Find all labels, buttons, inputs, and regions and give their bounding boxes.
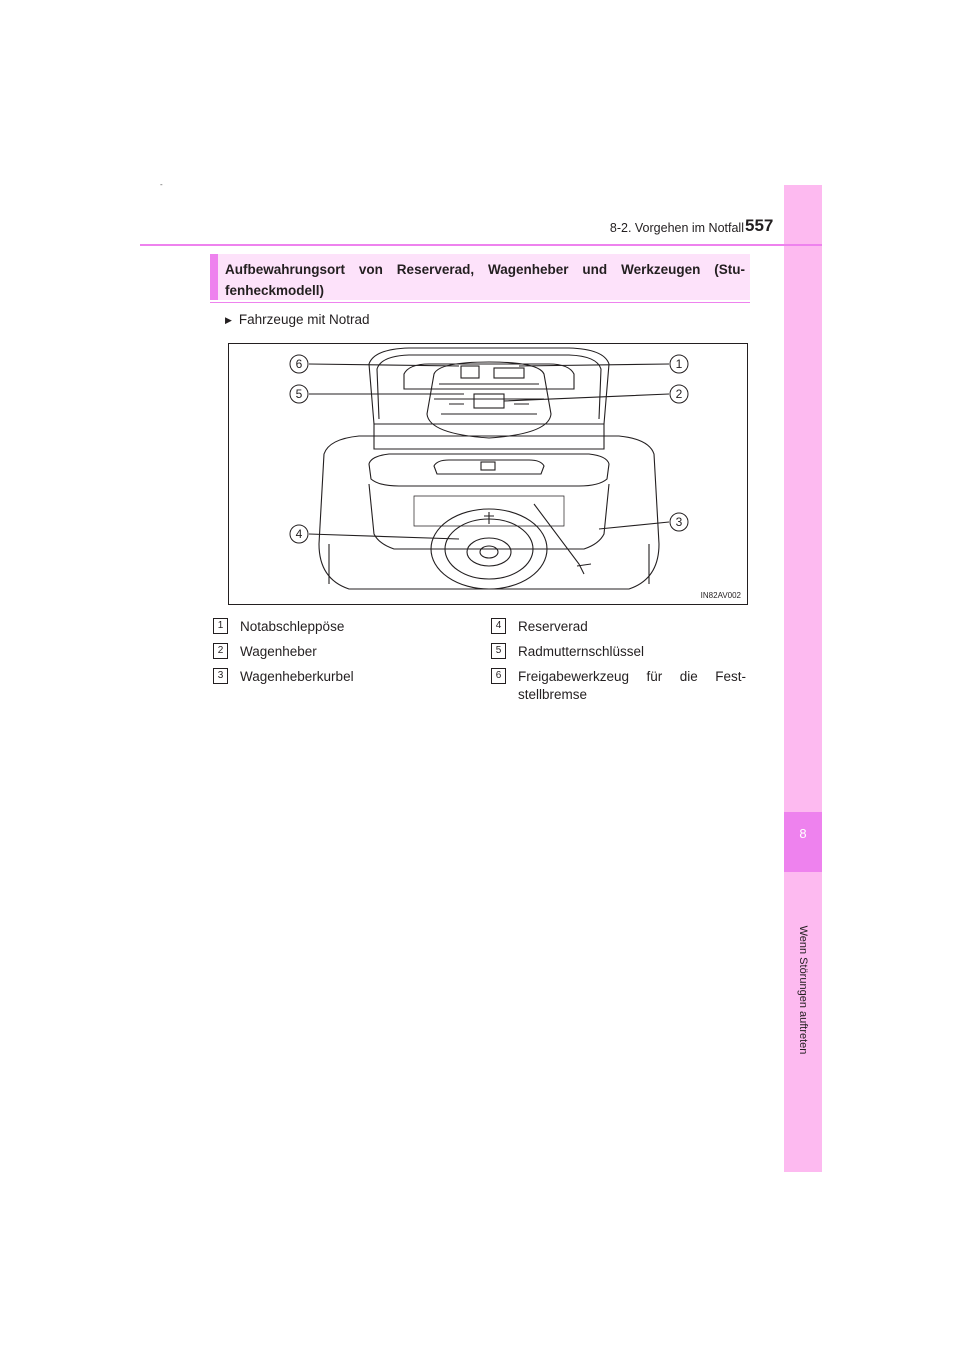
trunk-illustration: 6 1 5 2 4 3 IN82AV002 xyxy=(228,343,748,605)
callout-4: 4 xyxy=(296,527,303,541)
bullet-text: Fahrzeuge mit Notrad xyxy=(238,312,370,327)
triangle-bullet-icon: ▶ xyxy=(225,315,232,325)
corner-mark: - xyxy=(160,180,163,189)
callout-2: 2 xyxy=(676,387,683,401)
legend-text: Wagenheber xyxy=(240,644,317,659)
section-rule xyxy=(210,302,750,303)
legend-text: Reserverad xyxy=(518,619,588,634)
callout-6: 6 xyxy=(296,357,303,371)
legend-number: 1 xyxy=(213,618,228,634)
legend-text: Radmutternschlüssel xyxy=(518,644,645,659)
figure-code: IN82AV002 xyxy=(700,591,741,600)
callout-1: 1 xyxy=(676,357,683,371)
section-heading-box xyxy=(210,254,750,300)
legend-text: Notabschleppöse xyxy=(240,619,345,634)
legend-number: 3 xyxy=(213,668,228,684)
section-heading-bar xyxy=(210,254,218,300)
section-title: Aufbewahrungsort von Reserverad, Wagenhe… xyxy=(225,262,745,298)
bullet-item: ▶ Fahrzeuge mit Notrad xyxy=(225,312,369,327)
legend-text: Wagenheberkurbel xyxy=(240,669,354,684)
chapter-number: 8 xyxy=(799,826,807,841)
callout-3: 3 xyxy=(676,515,683,529)
running-header: 8-2. Vorgehen im Notfall xyxy=(609,221,744,235)
header-rule xyxy=(140,244,822,246)
chapter-sidebar xyxy=(784,185,822,1172)
page-number: 557 xyxy=(745,216,774,235)
chapter-tab-active[interactable] xyxy=(784,812,822,872)
legend-text: Freigabewerkzeug für die Fest- stellbrem… xyxy=(518,669,746,702)
trunk-drawing: 6 1 5 2 4 3 xyxy=(289,347,689,590)
legend-number: 4 xyxy=(491,618,506,634)
callout-5: 5 xyxy=(296,387,303,401)
legend-number: 2 xyxy=(213,643,228,659)
legend-number: 6 xyxy=(491,668,506,684)
legend-number: 5 xyxy=(491,643,506,659)
chapter-label: Wenn Störungen auftreten xyxy=(797,925,809,1055)
